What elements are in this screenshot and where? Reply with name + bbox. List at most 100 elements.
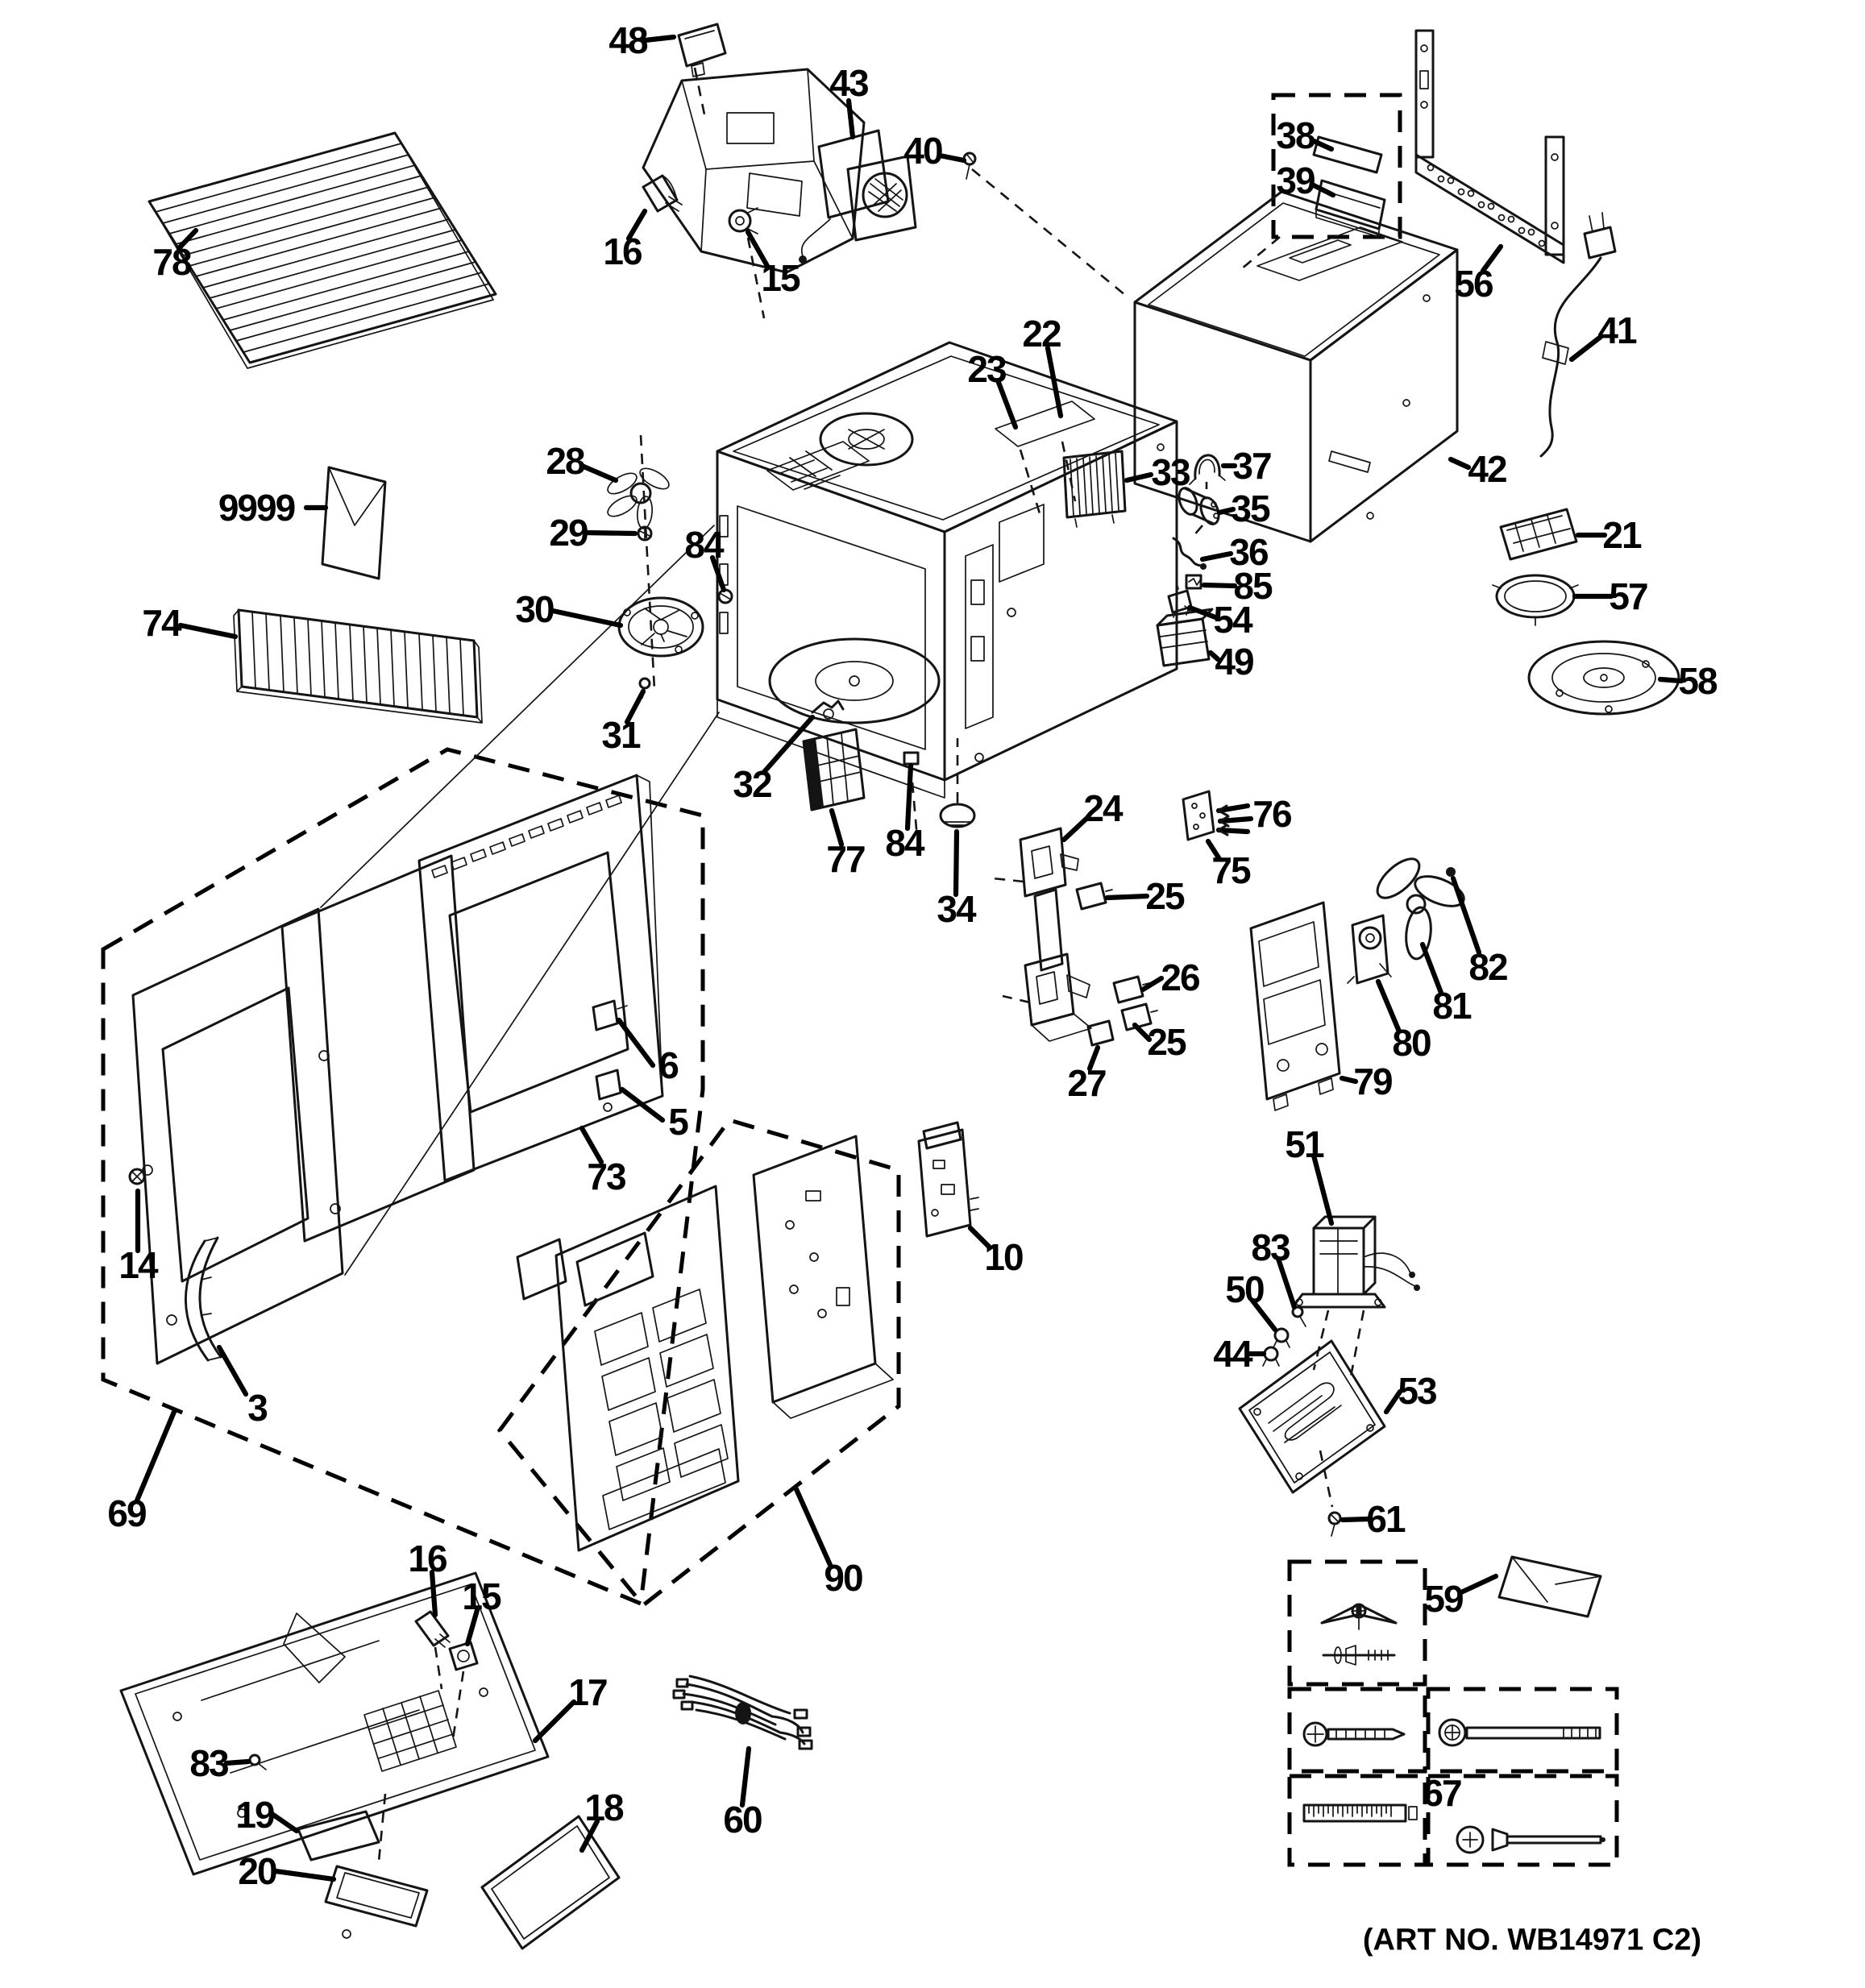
leader-line-90 xyxy=(793,1486,833,1568)
lamp-bulb-16b-icon xyxy=(414,1610,451,1648)
callout-label-17: 17 xyxy=(568,1671,608,1713)
leader-line-60 xyxy=(739,1745,752,1808)
leader-line-74 xyxy=(177,622,239,640)
literature-envelope xyxy=(321,466,387,580)
leader-line-15 xyxy=(745,229,771,269)
callout-label-9999: 9999 xyxy=(218,487,296,529)
callout-label-19: 19 xyxy=(235,1794,275,1836)
install-packet-59-icon xyxy=(1497,1555,1602,1618)
callout-label-25: 25 xyxy=(1147,1021,1186,1063)
leader-line-49 xyxy=(1207,650,1221,662)
callout-label-84: 84 xyxy=(684,524,724,566)
callout-label-5: 5 xyxy=(668,1101,689,1143)
callout-label-33: 33 xyxy=(1151,451,1190,493)
control-board-10-icon xyxy=(917,1121,979,1238)
leader-line-25 xyxy=(1104,893,1150,901)
leader-line-23 xyxy=(995,377,1019,430)
callout-label-32: 32 xyxy=(733,763,772,805)
leader-line-31 xyxy=(624,688,646,725)
lamp-socket-icon xyxy=(728,207,758,234)
fan-blade-28-icon xyxy=(607,467,670,529)
callout-label-74: 74 xyxy=(142,602,181,644)
callout-label-21: 21 xyxy=(1602,514,1642,556)
leader-line-22 xyxy=(1045,345,1064,419)
door-frame-panel xyxy=(417,774,664,1182)
leader-line-83 xyxy=(223,1758,251,1766)
callout-label-36: 36 xyxy=(1229,531,1269,573)
duct-assembly xyxy=(642,68,866,274)
callout-label-67: 67 xyxy=(1423,1772,1462,1814)
lamp-cover xyxy=(677,23,727,77)
leader-line-61 xyxy=(1340,1516,1372,1523)
callout-label-15: 15 xyxy=(761,257,800,299)
leader-line-84 xyxy=(709,554,727,593)
callout-label-43: 43 xyxy=(829,62,869,104)
callout-label-76: 76 xyxy=(1252,793,1292,835)
callout-label-81: 81 xyxy=(1432,985,1472,1027)
callout-label-23: 23 xyxy=(967,348,1007,390)
leader-line-59 xyxy=(1458,1573,1499,1596)
callout-label-48: 48 xyxy=(609,19,648,61)
leader-line-42 xyxy=(1448,456,1472,471)
leader-line-35 xyxy=(1216,506,1236,516)
leader-line-77 xyxy=(829,807,845,848)
callout-label-49: 49 xyxy=(1215,641,1254,683)
callout-label-14: 14 xyxy=(118,1244,158,1286)
base-pan-53-icon xyxy=(1238,1339,1386,1494)
transformer-51-icon xyxy=(1291,1215,1420,1309)
callout-label-57: 57 xyxy=(1609,575,1648,617)
leader-line-73 xyxy=(579,1125,604,1165)
connector-85-icon xyxy=(1185,574,1202,590)
control-panel-front xyxy=(555,1185,740,1552)
leader-line-53 xyxy=(1383,1388,1403,1415)
callout-label-16: 16 xyxy=(603,230,642,272)
callout-label-69: 69 xyxy=(107,1492,147,1534)
leader-line-3 xyxy=(216,1344,249,1397)
callout-label-28: 28 xyxy=(546,440,585,482)
screw-14-icon xyxy=(128,1168,146,1185)
callout-label-42: 42 xyxy=(1468,448,1507,490)
leader-line-10 xyxy=(967,1225,993,1251)
leader-line-54 xyxy=(1186,604,1219,620)
lamp-cover-20-icon xyxy=(324,1865,429,1939)
bolt-kit-icon xyxy=(1438,1718,1601,1747)
thermostat-50-icon xyxy=(1273,1327,1290,1348)
fan-motor-80-icon xyxy=(1347,914,1392,985)
leader-line-30 xyxy=(550,608,624,629)
callout-label-39: 39 xyxy=(1276,160,1315,201)
oven-cavity xyxy=(716,341,1178,799)
callout-label-37: 37 xyxy=(1232,445,1272,487)
grille-33-icon xyxy=(1062,450,1127,528)
latch-keeper-6-icon xyxy=(592,999,628,1031)
callout-label-79: 79 xyxy=(1353,1060,1393,1102)
leader-line-78 xyxy=(176,227,199,251)
clamp-37-icon xyxy=(1189,454,1226,485)
door-outer-panel xyxy=(131,907,344,1365)
latch-assembly xyxy=(1019,827,1158,1047)
callout-label-51: 51 xyxy=(1285,1123,1324,1165)
fan-bracket-79-icon xyxy=(1249,901,1341,1111)
leader-line-33 xyxy=(1124,471,1154,484)
leader-line-82 xyxy=(1450,875,1482,956)
wiring-harness xyxy=(672,1675,813,1750)
callout-label-50: 50 xyxy=(1225,1268,1265,1310)
latch-keeper-5-icon xyxy=(595,1069,622,1112)
part-38-icon xyxy=(1312,135,1383,174)
leader-line-51 xyxy=(1310,1152,1335,1226)
leader-line-85 xyxy=(1201,582,1238,589)
callout-label-90: 90 xyxy=(824,1557,863,1599)
callout-label-85: 85 xyxy=(1233,565,1273,607)
callout-label-53: 53 xyxy=(1398,1370,1437,1412)
damper-plate xyxy=(1182,790,1254,841)
base-pan-assembly xyxy=(1238,1215,1602,1618)
callout-label-34: 34 xyxy=(937,888,976,930)
callout-label-29: 29 xyxy=(549,512,588,554)
toggle-anchor-icon xyxy=(1320,1603,1398,1666)
callout-label-83: 83 xyxy=(1251,1226,1290,1268)
grille-77-icon xyxy=(802,728,866,811)
callout-label-22: 22 xyxy=(1022,313,1061,355)
callout-label-25: 25 xyxy=(1145,875,1185,917)
panel-bracket xyxy=(752,1135,894,1419)
